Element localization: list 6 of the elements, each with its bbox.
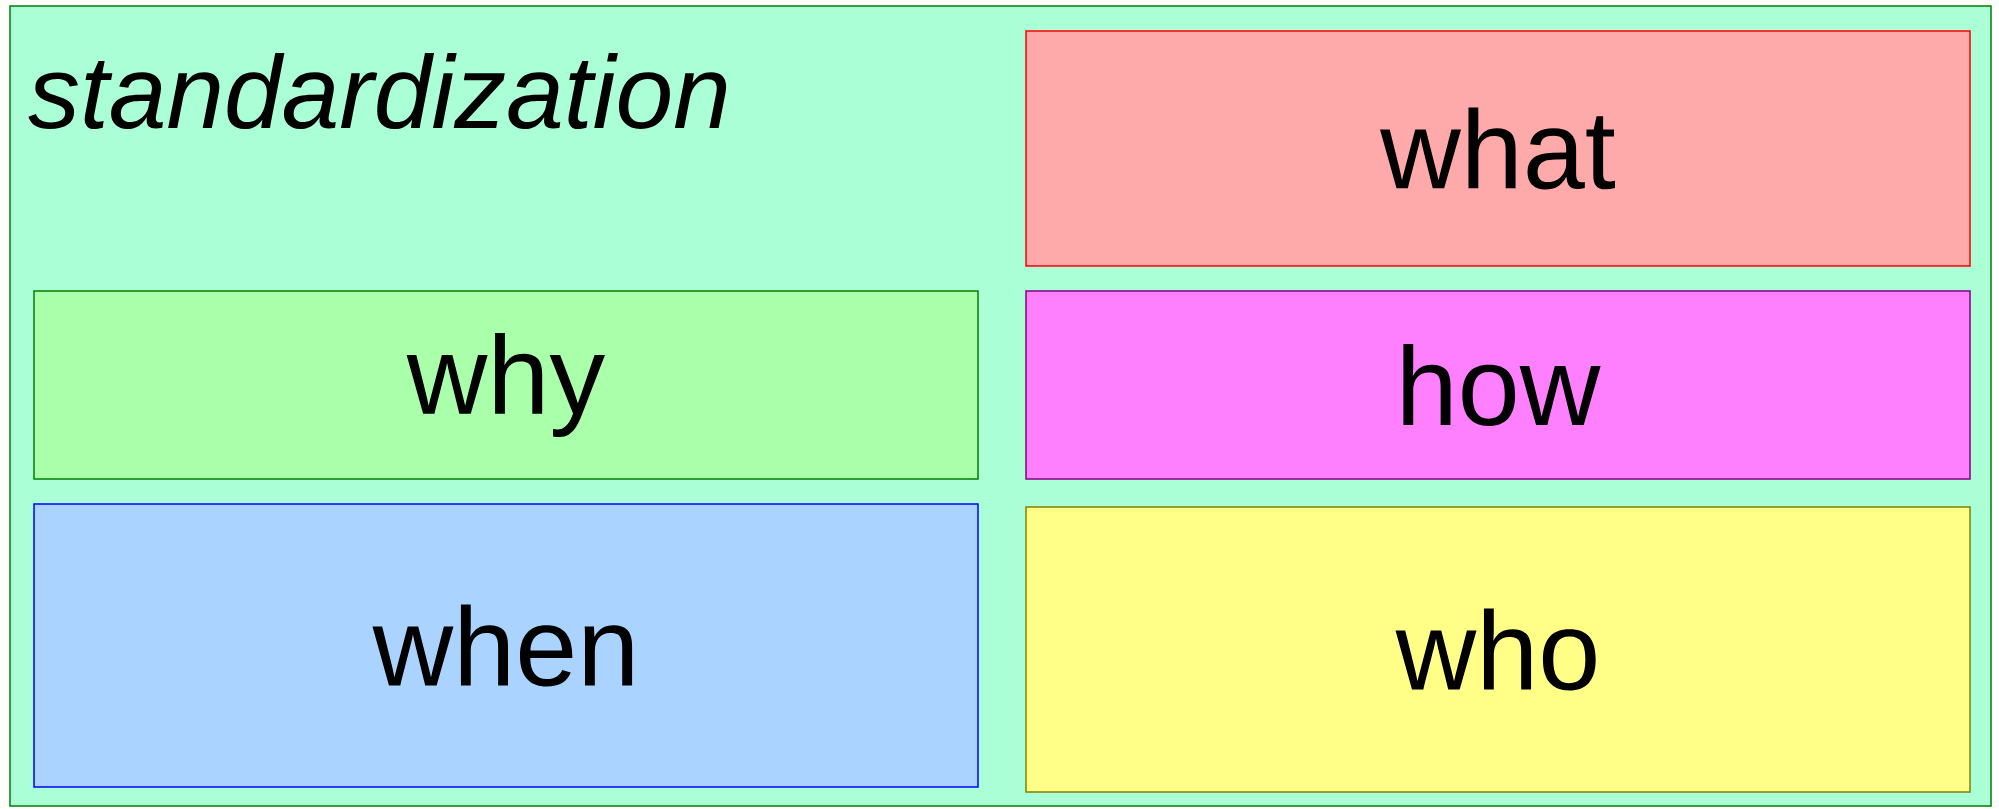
label-box: how bbox=[1025, 290, 1971, 480]
label-box: what bbox=[1025, 30, 1971, 267]
heading: standardization bbox=[28, 52, 727, 130]
label-box: who bbox=[1025, 506, 1971, 793]
label-box: when bbox=[33, 503, 979, 788]
label-box: why bbox=[33, 290, 979, 480]
